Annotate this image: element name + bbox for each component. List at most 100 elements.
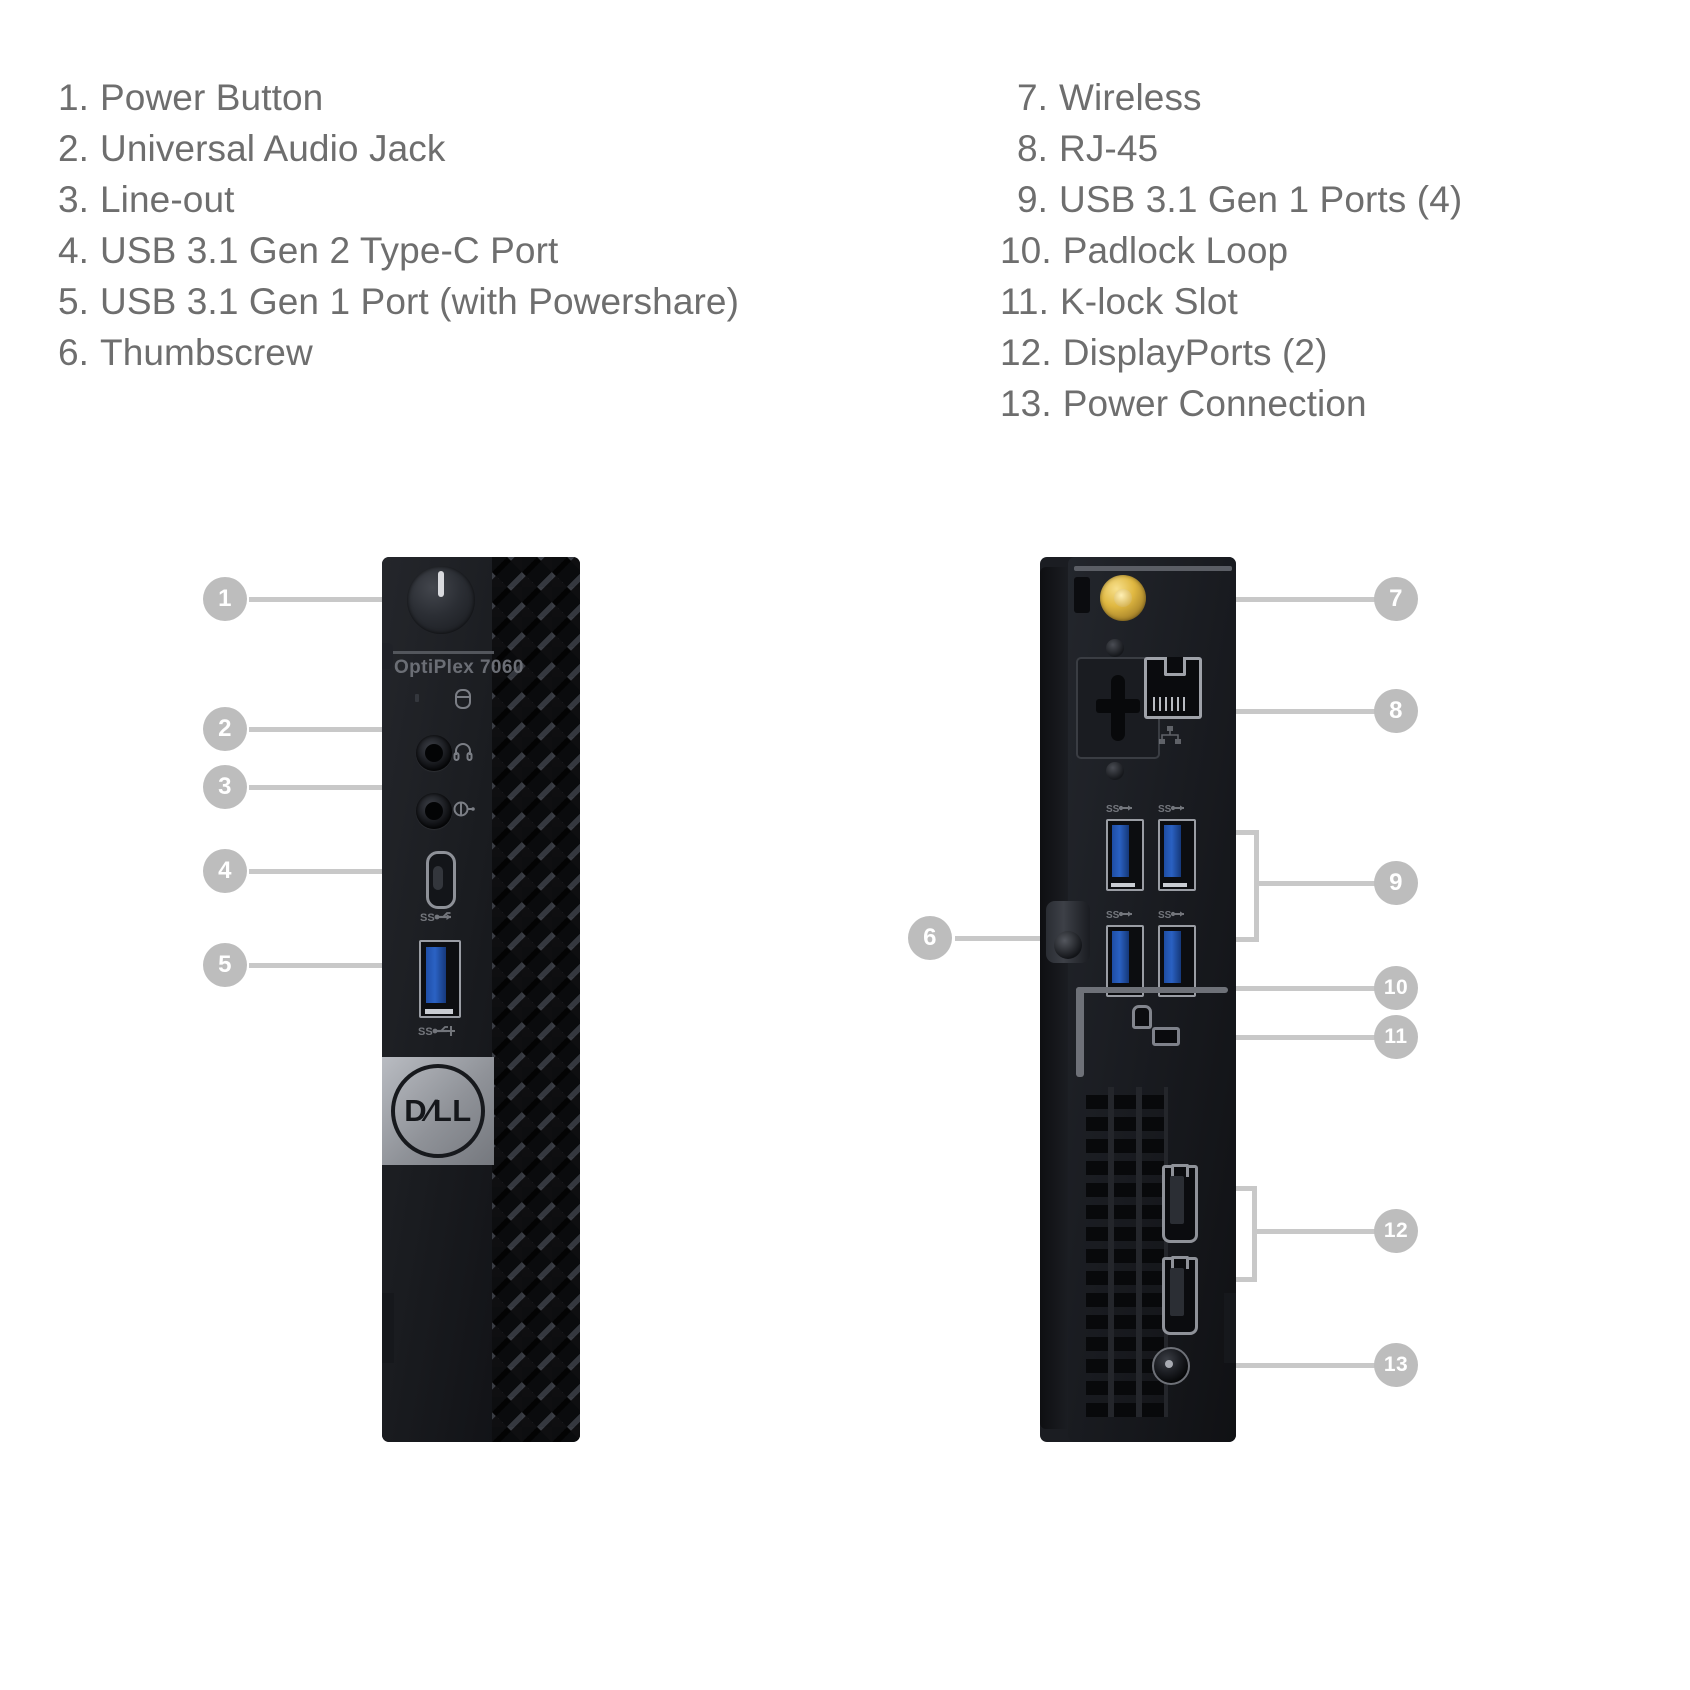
callout-badge-1[interactable]: 1 (203, 577, 247, 621)
vesa-slot-horizontal (1096, 699, 1140, 713)
side-latch (382, 643, 393, 669)
svg-text:SS: SS (1158, 910, 1172, 921)
hdd-activity-led (415, 694, 419, 702)
legend-number: 9. (1016, 179, 1048, 220)
power-icon (438, 571, 444, 597)
callout-badge-2[interactable]: 2 (203, 707, 247, 751)
callout-badge-9[interactable]: 9 (1374, 861, 1418, 905)
legend-label: Wireless (1059, 77, 1202, 118)
svg-text:SS: SS (418, 1026, 433, 1038)
k-lock-slot[interactable] (1152, 1027, 1180, 1046)
superspeed-usb-icon-2: SS (1158, 804, 1184, 815)
line-out-icon (453, 801, 475, 817)
displayport-1[interactable] (1162, 1164, 1198, 1243)
line-out-port[interactable] (416, 793, 452, 829)
displayport-2[interactable] (1162, 1256, 1198, 1335)
callout-badge-3[interactable]: 3 (203, 765, 247, 809)
padlock-loop[interactable] (1076, 987, 1228, 993)
callout-badge-11[interactable]: 11 (1374, 1015, 1418, 1059)
legend-item-12: 12. DisplayPorts (2) (1000, 327, 1462, 378)
legend-label: Power Connection (1062, 383, 1367, 424)
legend-item-4: 4. USB 3.1 Gen 2 Type-C Port (55, 225, 739, 276)
product-model-label: OptiPlex 7060 (394, 657, 524, 678)
legend-number: 12. (1000, 332, 1052, 373)
legend-label: Thumbscrew (100, 332, 313, 373)
leader-line-6 (955, 936, 1080, 941)
wireless-antenna-connector[interactable] (1100, 575, 1146, 621)
leader-line-5 (249, 963, 434, 968)
leader-line-11 (1140, 1035, 1376, 1040)
usb-rear-port-1[interactable] (1106, 819, 1144, 891)
leader-line-9-trunk (1254, 881, 1376, 886)
legend-item-1: 1. Power Button (55, 72, 739, 123)
legend-number: 7. (1016, 77, 1048, 118)
callout-badge-8[interactable]: 8 (1374, 689, 1418, 733)
leader-line-3 (249, 785, 429, 790)
usb-rear-port-4[interactable] (1158, 925, 1196, 997)
callout-badge-13[interactable]: 13 (1374, 1343, 1418, 1387)
legend-label: Padlock Loop (1062, 230, 1289, 271)
legend-list-right: 7. Wireless 8. RJ-45 9. USB 3.1 Gen 1 Po… (1000, 72, 1462, 429)
legend-number: 5. (57, 281, 89, 322)
superspeed-usb-icon-3: SS (1106, 910, 1132, 921)
dp-inner (1170, 1268, 1184, 1316)
antenna-blank-slot (1074, 577, 1090, 613)
universal-audio-jack-port[interactable] (416, 735, 452, 771)
leader-line-4 (249, 869, 439, 874)
legend-label: DisplayPorts (2) (1062, 332, 1328, 373)
legend-item-6: 6. Thumbscrew (55, 327, 739, 378)
legend-number: 3. (57, 179, 89, 220)
svg-text:SS: SS (1158, 804, 1172, 815)
leader-line-12-trunk (1252, 1229, 1376, 1234)
network-icon (1159, 726, 1181, 744)
leader-bracket-9 (1254, 830, 1259, 942)
legend-number: 6. (57, 332, 89, 373)
callout-badge-4[interactable]: 4 (203, 849, 247, 893)
thumbscrew[interactable] (1046, 901, 1090, 963)
callout-badge-12[interactable]: 12 (1374, 1209, 1418, 1253)
dell-wordmark: D∕LL (404, 1093, 472, 1128)
legend-item-10: 10. Padlock Loop (1000, 225, 1462, 276)
callout-badge-5[interactable]: 5 (203, 943, 247, 987)
legend-label: Power Button (100, 77, 324, 118)
usb-tongue (1164, 931, 1181, 983)
svg-text:SS: SS (420, 912, 435, 924)
callout-badge-7[interactable]: 7 (1374, 577, 1418, 621)
usb-lip (1111, 883, 1135, 887)
legend-label: Line-out (100, 179, 235, 220)
superspeed-usb-icon-4: SS (1158, 910, 1184, 921)
optiplex-rear-view: SS SS SS SS (1040, 557, 1236, 1442)
usb-rear-port-2[interactable] (1158, 819, 1196, 891)
leader-line-8 (1176, 709, 1376, 714)
legend-number: 1. (57, 77, 89, 118)
padlock-hole-icon (1132, 1005, 1152, 1029)
legend-list-left: 1. Power Button 2. Universal Audio Jack … (55, 72, 739, 378)
legend-item-11: 11. K-lock Slot (1000, 276, 1462, 327)
usb-c-port[interactable] (426, 851, 456, 909)
rj45-ethernet-port[interactable] (1144, 657, 1202, 719)
power-button[interactable] (407, 566, 475, 634)
legend-label: Universal Audio Jack (100, 128, 446, 169)
usb-tongue (1112, 931, 1129, 983)
chassis-screw-hole-top (1106, 639, 1124, 657)
front-vent-mesh (492, 557, 580, 1442)
power-connector[interactable] (1152, 1347, 1190, 1385)
callout-badge-6[interactable]: 6 (908, 916, 952, 960)
rear-top-ledge (1074, 566, 1232, 571)
legend-item-5: 5. USB 3.1 Gen 1 Port (with Powershare) (55, 276, 739, 327)
usb-lip (425, 1009, 453, 1014)
legend-item-13: 13. Power Connection (1000, 378, 1462, 429)
panel-seam (382, 651, 494, 654)
legend-label: K-lock Slot (1060, 281, 1238, 322)
usb-tongue (1112, 825, 1129, 877)
legend-item-9: 9. USB 3.1 Gen 1 Ports (4) (1000, 174, 1462, 225)
usb-a-powershare-port[interactable] (419, 940, 461, 1018)
legend-number: 13. (1000, 383, 1052, 424)
usb-rear-port-3[interactable] (1106, 925, 1144, 997)
leader-line-2 (249, 727, 429, 732)
callout-badge-10[interactable]: 10 (1374, 966, 1418, 1010)
rear-side-panel (1040, 567, 1070, 1429)
legend-number: 11. (1000, 281, 1049, 322)
rj45-tab (1164, 657, 1186, 676)
padlock-loop-tab (1076, 987, 1084, 1077)
